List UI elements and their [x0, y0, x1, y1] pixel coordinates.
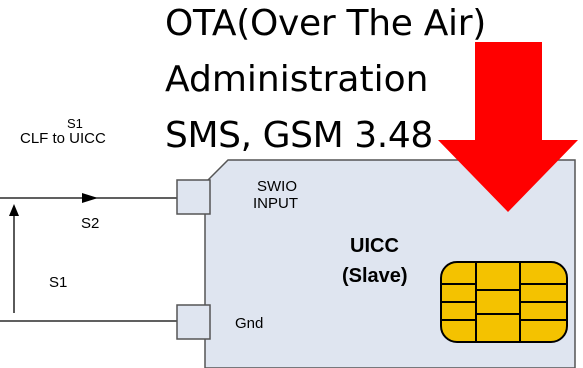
title-sms-gsm: SMS, GSM 3.48: [165, 115, 433, 156]
label-slave: (Slave): [342, 265, 408, 287]
label-s2: S2: [81, 215, 100, 232]
title-ota: OTA(Over The Air): [165, 3, 487, 44]
label-s1-top: S1: [67, 116, 83, 131]
s2-arrow-head: [82, 193, 98, 203]
sim-chip-icon: [440, 261, 568, 343]
label-s1: S1: [49, 274, 68, 291]
label-gnd: Gnd: [235, 315, 264, 332]
s1-arrow-head: [9, 204, 19, 216]
label-swio: SWIO: [257, 178, 297, 195]
title-administration: Administration: [165, 59, 429, 100]
label-clf-to-uicc: CLF to UICC: [20, 130, 106, 147]
swio-pad: [176, 179, 211, 215]
label-uicc: UICC: [350, 235, 399, 257]
label-input: INPUT: [253, 195, 298, 212]
ota-down-arrow: [438, 42, 578, 212]
gnd-pad: [176, 304, 211, 340]
